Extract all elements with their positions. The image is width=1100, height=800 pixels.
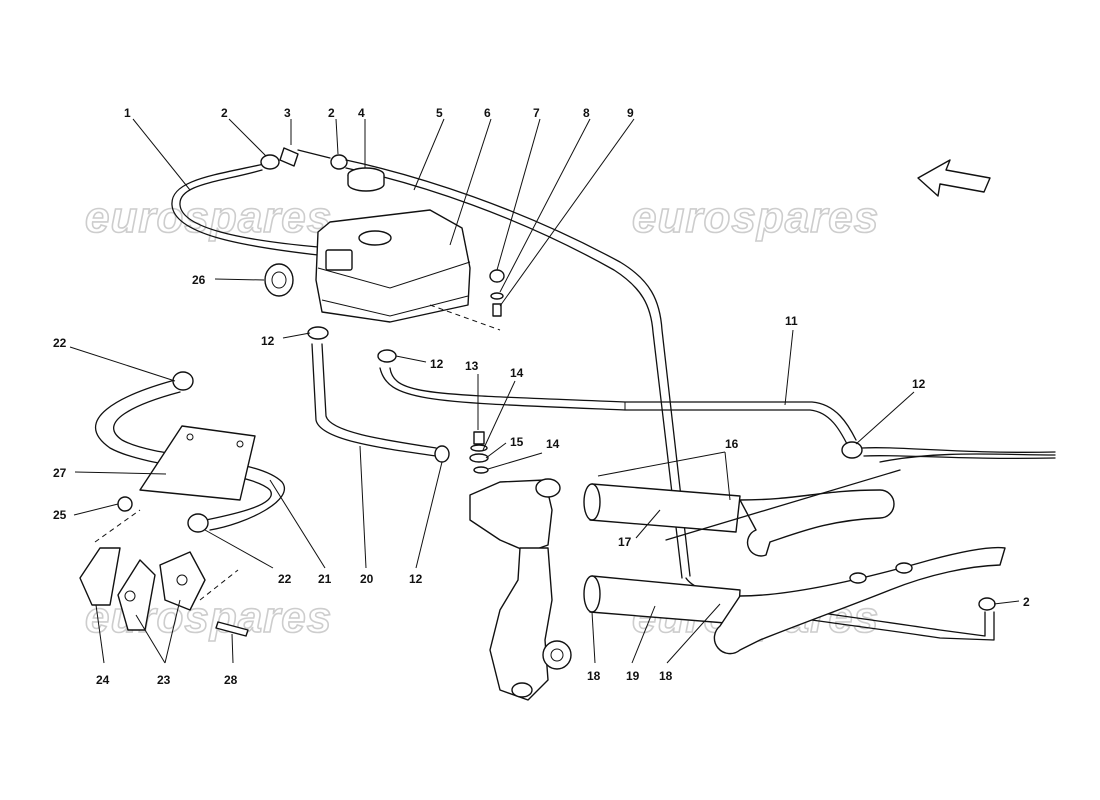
callout-7: 7 bbox=[533, 106, 540, 120]
callout-2: 2 bbox=[1023, 595, 1030, 609]
callout-17: 17 bbox=[618, 535, 632, 549]
callout-28: 28 bbox=[224, 673, 238, 687]
callout-12: 12 bbox=[409, 572, 423, 586]
callout-19: 19 bbox=[626, 669, 640, 683]
callout-3: 3 bbox=[284, 106, 291, 120]
callout-12: 12 bbox=[261, 334, 275, 348]
callout-22: 22 bbox=[278, 572, 292, 586]
callout-1: 1 bbox=[124, 106, 131, 120]
callout-2: 2 bbox=[328, 106, 335, 120]
callout-9: 9 bbox=[627, 106, 634, 120]
leader-lines bbox=[69, 118, 1020, 664]
callout-12: 12 bbox=[912, 377, 926, 391]
callout-24: 24 bbox=[96, 673, 110, 687]
callout-6: 6 bbox=[484, 106, 491, 120]
callout-12: 12 bbox=[430, 357, 444, 371]
callout-22: 22 bbox=[53, 336, 67, 350]
callout-25: 25 bbox=[53, 508, 67, 522]
callout-11: 11 bbox=[785, 314, 798, 328]
callout-15: 15 bbox=[510, 435, 524, 449]
callout-2: 2 bbox=[221, 106, 228, 120]
callout-18: 18 bbox=[587, 669, 601, 683]
callout-26: 26 bbox=[192, 273, 206, 287]
callout-14: 14 bbox=[546, 437, 560, 451]
callout-13: 13 bbox=[465, 359, 479, 373]
callout-20: 20 bbox=[360, 572, 374, 586]
callout-4: 4 bbox=[358, 106, 365, 120]
callout-21: 21 bbox=[318, 572, 332, 586]
callout-18: 18 bbox=[659, 669, 673, 683]
callout-5: 5 bbox=[436, 106, 443, 120]
watermark: eurospares bbox=[632, 193, 879, 242]
coolant-system-drawing bbox=[79, 147, 1056, 701]
callout-14: 14 bbox=[510, 366, 524, 380]
callout-27: 27 bbox=[53, 466, 67, 480]
callout-16: 16 bbox=[725, 437, 739, 451]
callout-23: 23 bbox=[157, 673, 171, 687]
direction-arrow-icon bbox=[917, 159, 991, 197]
callout-labels: 1 2 3 2 4 5 6 7 8 9 26 12 12 11 12 13 14… bbox=[53, 106, 1030, 687]
callout-8: 8 bbox=[583, 106, 590, 120]
